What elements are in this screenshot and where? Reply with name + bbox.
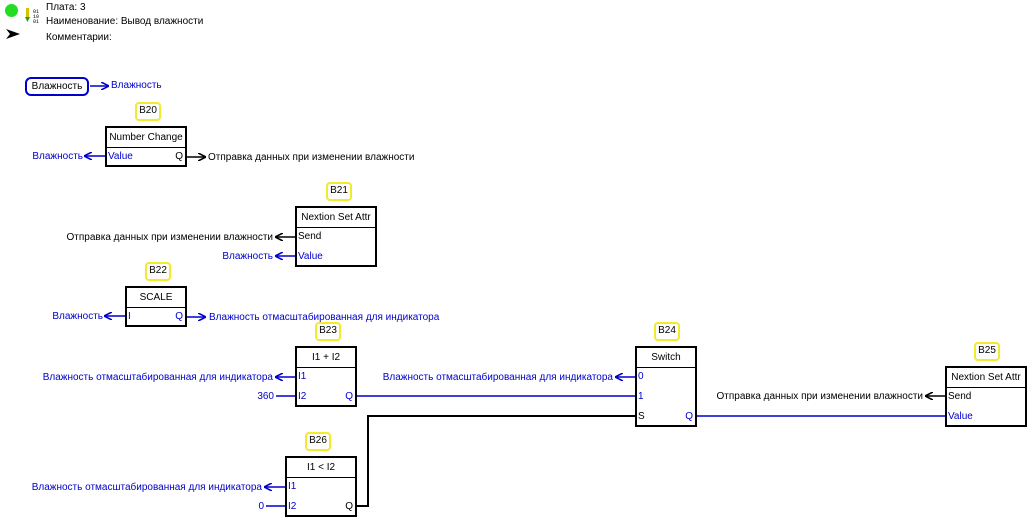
input-variable-target: Влажность — [111, 80, 162, 91]
b21-left-label-1: Отправка данных при изменении влажности — [66, 232, 273, 243]
b20-right-label: Отправка данных при изменении влажности — [208, 152, 415, 163]
input-variable-name: Влажность — [31, 81, 83, 92]
block-tag-b24: B24 — [654, 322, 680, 341]
block-title: Number Change — [107, 128, 185, 148]
block-b22-scale[interactable]: SCALE I Q — [125, 286, 187, 327]
binary-download-icon: 01 10 01 — [25, 8, 43, 25]
pin-i2[interactable]: I2 — [288, 501, 297, 512]
svg-text:01: 01 — [33, 9, 39, 15]
block-b24-switch[interactable]: Switch 0 1 S Q — [635, 346, 697, 427]
block-tag-b21: B21 — [326, 182, 352, 201]
pin-send[interactable]: Send — [948, 391, 972, 402]
b21-left-label-2: Влажность — [222, 251, 273, 262]
block-b26-less-than[interactable]: I1 < I2 I1 I2 Q — [285, 456, 357, 517]
block-b25-nextion-set-attr[interactable]: Nextion Set Attr Send Value — [945, 366, 1027, 427]
block-title: I1 < I2 — [287, 458, 355, 478]
pin-q[interactable]: Q — [175, 311, 183, 322]
b23-left-label-1: Влажность отмасштабированная для индикат… — [42, 372, 273, 383]
pin-0[interactable]: 0 — [638, 371, 644, 382]
program-name-label: Наименование: Вывод влажности — [46, 16, 204, 27]
b22-right-label: Влажность отмасштабированная для индикат… — [209, 312, 440, 323]
comments-label: Комментарии: — [46, 32, 112, 43]
pin-q[interactable]: Q — [175, 151, 183, 162]
block-title: SCALE — [127, 288, 185, 308]
pin-q[interactable]: Q — [345, 391, 353, 402]
block-tag-b23: B23 — [315, 322, 341, 341]
block-tag-b20: B20 — [135, 102, 161, 121]
pin-q[interactable]: Q — [345, 501, 353, 512]
status-indicator-icon — [5, 4, 18, 17]
pin-send[interactable]: Send — [298, 231, 322, 242]
pin-i2[interactable]: I2 — [298, 391, 307, 402]
block-b20-number-change[interactable]: Number Change Value Q — [105, 126, 187, 167]
pin-i1[interactable]: I1 — [298, 371, 307, 382]
pin-i1[interactable]: I1 — [288, 481, 297, 492]
block-b23-add[interactable]: I1 + I2 I1 I2 Q — [295, 346, 357, 407]
block-title: Switch — [637, 348, 695, 368]
block-title: I1 + I2 — [297, 348, 355, 368]
block-tag-b22: B22 — [145, 262, 171, 281]
b23-left-label-2: 360 — [257, 391, 274, 402]
block-tag-b26: B26 — [305, 432, 331, 451]
pin-value[interactable]: Value — [298, 251, 323, 262]
b24-left-label-0: Влажность отмасштабированная для индикат… — [382, 372, 613, 383]
pin-q[interactable]: Q — [685, 411, 693, 422]
pin-1[interactable]: 1 — [638, 391, 644, 402]
input-variable-box[interactable]: Влажность — [25, 77, 89, 96]
b26-left-label-2: 0 — [258, 501, 264, 512]
pin-value[interactable]: Value — [948, 411, 973, 422]
pin-s[interactable]: S — [638, 411, 645, 422]
board-label: Плата: 3 — [46, 2, 86, 13]
block-title: Nextion Set Attr — [297, 208, 375, 228]
b22-left-label: Влажность — [52, 311, 103, 322]
pin-i[interactable]: I — [128, 311, 131, 322]
svg-text:10: 10 — [33, 14, 39, 20]
block-b21-nextion-set-attr[interactable]: Nextion Set Attr Send Value — [295, 206, 377, 267]
b26-to-b24-wire — [356, 415, 636, 507]
block-title: Nextion Set Attr — [947, 368, 1025, 388]
b20-left-label: Влажность — [32, 151, 83, 162]
pin-value[interactable]: Value — [108, 151, 133, 162]
b26-left-label-1: Влажность отмасштабированная для индикат… — [31, 482, 262, 493]
pointer-arrow-icon — [6, 29, 20, 39]
svg-text:01: 01 — [33, 19, 39, 24]
block-tag-b25: B25 — [974, 342, 1000, 361]
b25-left-label-1: Отправка данных при изменении влажности — [716, 391, 923, 402]
